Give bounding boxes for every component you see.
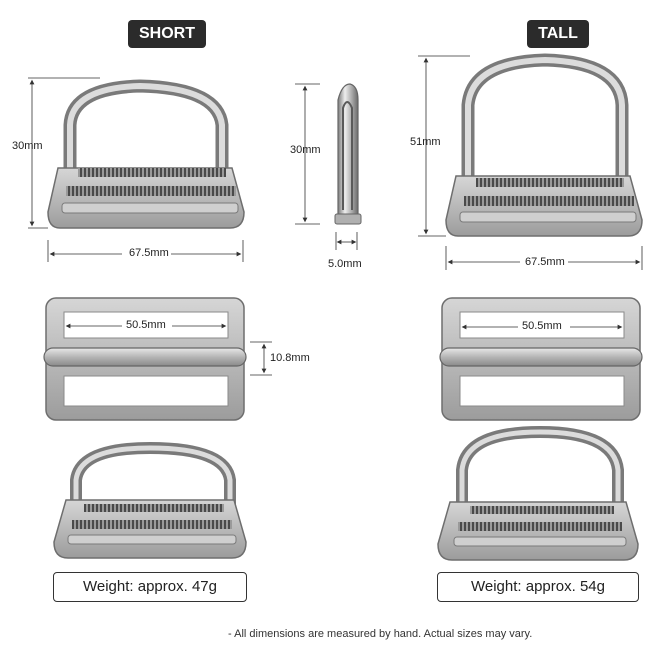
side-thickness-label: 5.0mm <box>328 258 362 270</box>
tall-weight-box: Weight: approx. 54g <box>437 572 639 602</box>
short-height-label: 30mm <box>12 140 43 152</box>
short-slot-label: 50.5mm <box>124 319 168 331</box>
tall-height-label: 51mm <box>410 136 441 148</box>
tall-buckle-top <box>439 297 643 421</box>
side-height-label: 30mm <box>290 144 321 156</box>
side-view-buckle <box>334 83 362 225</box>
short-ring-label: 10.8mm <box>270 352 310 364</box>
tall-buckle-angled <box>445 53 643 237</box>
tall-buckle-perspective <box>437 425 639 561</box>
tall-slot-label: 50.5mm <box>520 320 564 332</box>
short-buckle-top <box>43 297 247 421</box>
short-buckle-angled <box>47 79 245 229</box>
short-width-label: 67.5mm <box>127 247 171 259</box>
short-weight-box: Weight: approx. 47g <box>53 572 247 602</box>
tall-width-label: 67.5mm <box>523 256 567 268</box>
tall-badge: TALL <box>527 20 589 48</box>
footnote: - All dimensions are measured by hand. A… <box>228 628 533 640</box>
short-badge: SHORT <box>128 20 206 48</box>
short-buckle-perspective <box>53 441 247 559</box>
